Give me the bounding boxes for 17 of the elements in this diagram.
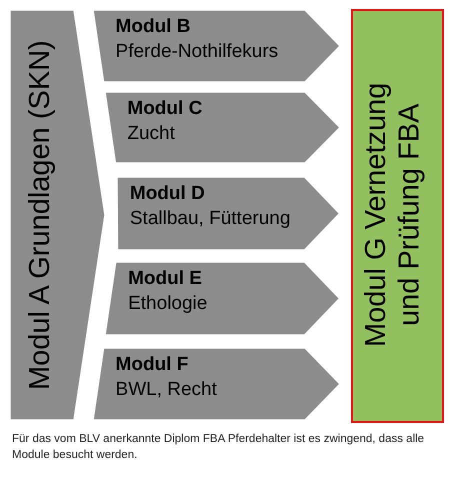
module-title: Modul G Vernetzung und Prüfung FBA — [360, 82, 426, 350]
module-subtitle: Zucht — [127, 123, 175, 146]
module-box — [352, 10, 443, 422]
module-panel — [91, 10, 342, 82]
module-subtitle: Ethologie — [128, 293, 208, 316]
module-subtitle: Stallbau, Fütterung — [130, 208, 290, 231]
module-title: Modul D — [130, 183, 205, 206]
module-title: Modul F — [116, 354, 188, 377]
module-panel — [103, 92, 342, 163]
module-title: Modul A Grundlagen (SKN) — [24, 39, 57, 392]
module-subtitle: BWL, Recht — [116, 379, 217, 402]
module-title: Modul B — [116, 16, 190, 39]
module-panel — [91, 348, 342, 420]
module-subtitle: Pferde-Nothilfekurs — [116, 41, 278, 64]
module-title: Modul E — [128, 268, 202, 291]
module-title: Modul C — [127, 98, 202, 121]
caption: Für das vom BLV anerkannte Diplom FBA Pferdehalter ist es zwingend, dass alle Module besucht werden. — [12, 432, 426, 463]
